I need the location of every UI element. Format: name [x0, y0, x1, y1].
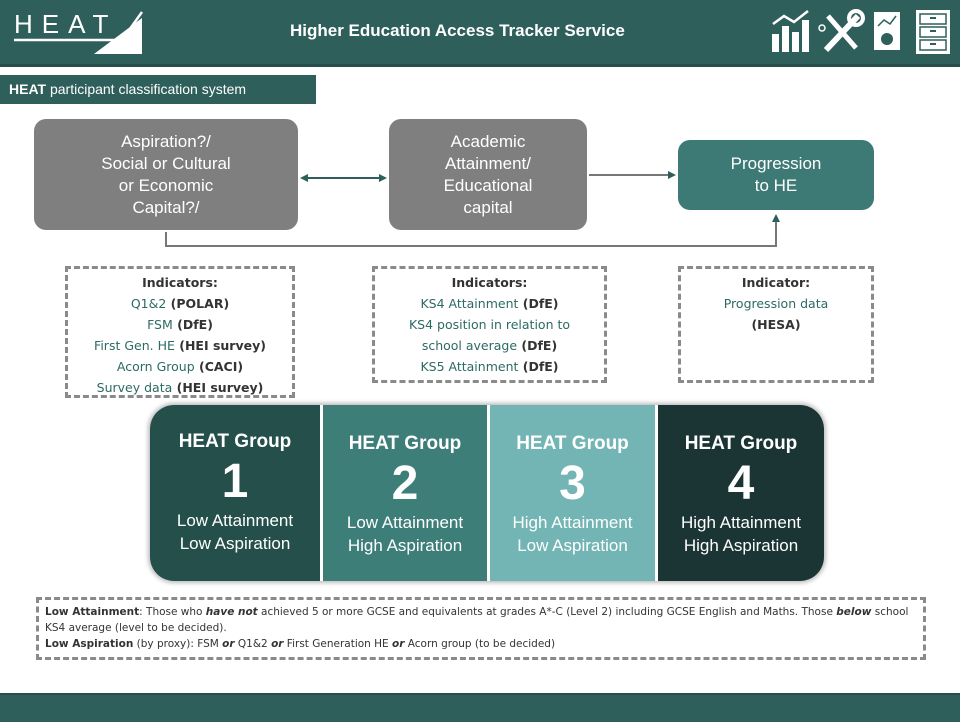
heat-group-4: HEAT Group 4 High Attainment High Aspira… — [658, 405, 824, 581]
group-aspiration: High Aspiration — [347, 536, 463, 555]
group-title: HEAT Group — [348, 433, 462, 454]
arrow-aspiration-progression — [165, 214, 780, 247]
filing-cabinet-icon[interactable] — [916, 10, 950, 54]
group-number: 3 — [559, 457, 586, 510]
group-attainment: High Attainment — [512, 513, 633, 532]
indicator-line: KS5 Attainment (DfE) — [420, 359, 559, 374]
aspiration-line: or Economic — [118, 175, 214, 195]
progression-line: Progression — [730, 154, 822, 173]
heat-group-3: HEAT Group 3 High Attainment Low Aspirat… — [490, 405, 658, 581]
low-attainment-definition: Low Attainment: Those who have not achie… — [45, 606, 909, 634]
indicator-line: Acorn Group (CACI) — [116, 359, 244, 374]
academic-line: capital — [463, 197, 513, 217]
progression-box: Progression to HE — [678, 140, 874, 210]
definitions-box: Low Attainment: Those who have not achie… — [36, 597, 926, 660]
academic-attainment-box: Academic Attainment/ Educational capital — [389, 119, 587, 230]
footer-bar — [0, 693, 960, 722]
heat-group-1: HEAT Group 1 Low Attainment Low Aspirati… — [150, 405, 323, 581]
group-title: HEAT Group — [684, 433, 798, 454]
group-aspiration: Low Aspiration — [517, 536, 628, 555]
indicators-attainment: Indicators: KS4 Attainment (DfE) KS4 pos… — [372, 266, 607, 383]
indicator-line: school average (DfE) — [421, 338, 558, 353]
academic-line: Attainment/ — [445, 153, 531, 173]
subtitle-banner: HEAT participant classification system — [0, 75, 316, 104]
indicator-line: Progression data — [723, 296, 829, 311]
report-icon[interactable] — [874, 12, 900, 50]
indicator-line: FSM (DfE) — [147, 317, 213, 332]
subtitle-text: participant classification system — [46, 81, 247, 97]
indicator-line: Survey data (HEI survey) — [96, 380, 264, 395]
group-aspiration: High Aspiration — [683, 536, 799, 555]
indicators-title: Indicators: — [451, 275, 528, 290]
header-icons — [772, 9, 950, 54]
group-title: HEAT Group — [516, 433, 629, 454]
academic-line: Academic — [450, 131, 526, 151]
group-number: 2 — [391, 457, 419, 510]
progression-line: to HE — [754, 176, 798, 195]
bar-chart-icon[interactable] — [772, 10, 809, 52]
academic-line: Educational — [443, 175, 533, 195]
indicators-aspiration: Indicators: Q1&2 (POLAR) FSM (DfE) First… — [65, 266, 295, 398]
group-title: HEAT Group — [178, 431, 292, 452]
aspiration-line: Social or Cultural — [101, 153, 231, 173]
page-title: Higher Education Access Tracker Service — [290, 21, 625, 40]
aspiration-line: Aspiration?/ — [121, 131, 211, 151]
group-number: 4 — [727, 457, 755, 510]
group-number: 1 — [221, 455, 249, 508]
indicators-progression: Indicator: Progression data (HESA) — [678, 266, 874, 383]
indicator-line: KS4 Attainment (DfE) — [420, 296, 559, 311]
subtitle-bold: HEAT — [9, 81, 47, 97]
group-aspiration: Low Aspiration — [179, 534, 291, 553]
aspiration-line: Capital?/ — [132, 197, 200, 217]
indicator-line: (HESA) — [751, 317, 801, 332]
indicator-line: KS4 position in relation to — [408, 317, 571, 332]
heat-group-2: HEAT Group 2 Low Attainment High Aspirat… — [323, 405, 490, 581]
logo-text: HEAT — [14, 9, 117, 39]
group-attainment: Low Attainment — [346, 513, 464, 532]
heat-groups-panel: HEAT Group 1 Low Attainment Low Aspirati… — [150, 405, 824, 581]
indicators-title: Indicators: — [142, 275, 218, 290]
indicator-line: First Gen. HE (HEI survey) — [94, 338, 266, 353]
indicator-line: Q1&2 (POLAR) — [130, 296, 230, 311]
group-attainment: High Attainment — [680, 513, 801, 532]
heat-logo: HEAT — [14, 9, 144, 54]
header-bar: HEAT Higher Education Access Tracker Ser… — [0, 0, 960, 67]
aspiration-box: Aspiration?/ Social or Cultural or Econo… — [34, 119, 298, 230]
indicators-title: Indicator: — [741, 275, 811, 290]
group-attainment: Low Attainment — [176, 511, 294, 530]
tools-icon[interactable] — [818, 9, 865, 53]
low-aspiration-definition: Low Aspiration (by proxy): FSM or Q1&2 o… — [45, 638, 556, 650]
